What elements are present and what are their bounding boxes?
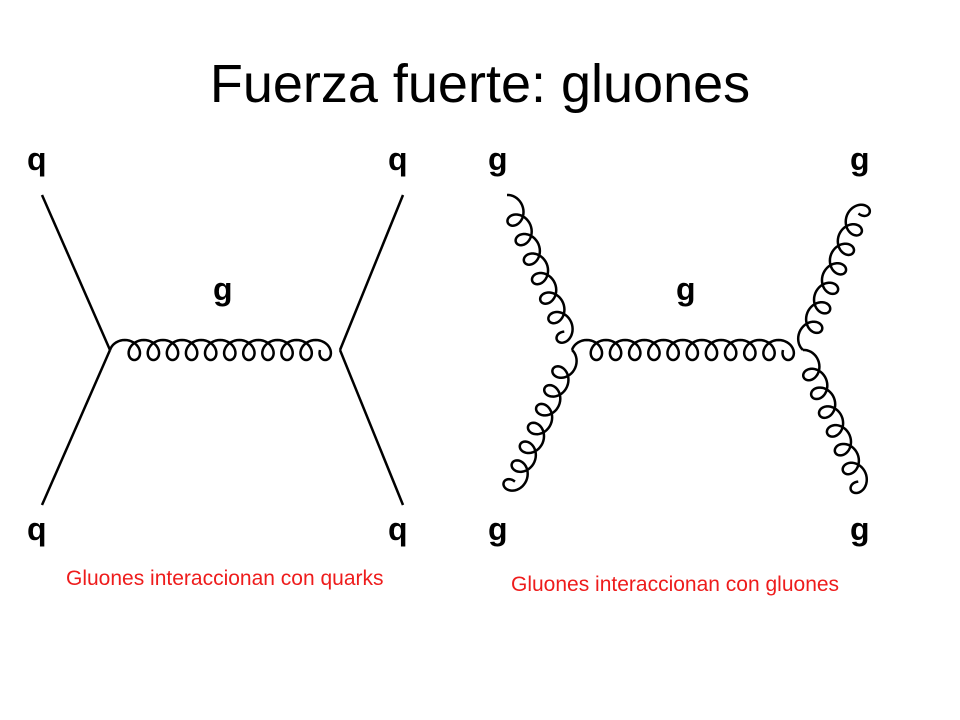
slide-title: Fuerza fuerte: gluones: [209, 54, 751, 114]
gluon-external-bottom-left: [502, 349, 578, 492]
gluon-propagator-left: [108, 338, 333, 362]
gluon-self-interaction-diagram: g g g g g: [488, 141, 872, 547]
label-exchanged-gluon-right: g: [676, 271, 696, 307]
gluon-external-bottom-right: [801, 348, 869, 495]
quark-line-bottom-left: [40, 349, 112, 506]
quark-exchange-diagram: q q q q g: [27, 141, 408, 547]
quark-line-bottom-right: [338, 349, 405, 506]
gluon-external-top-left: [506, 193, 574, 344]
label-bottom-right-quark: q: [388, 511, 408, 547]
gluon-propagator-right: [570, 338, 796, 362]
label-exchanged-gluon: g: [213, 271, 233, 307]
caption-gluon-interaction: Gluones interaccionan con gluones: [511, 573, 840, 596]
label-top-right-gluon: g: [850, 141, 870, 177]
gluon-external-top-right: [796, 203, 872, 351]
label-bottom-right-gluon: g: [850, 511, 870, 547]
label-bottom-left-gluon: g: [488, 511, 508, 547]
quark-line-top-left: [40, 194, 112, 351]
label-bottom-left-quark: q: [27, 511, 47, 547]
quark-line-top-right: [338, 194, 405, 351]
label-top-left-quark: q: [27, 141, 47, 177]
label-top-right-quark: q: [388, 141, 408, 177]
caption-quark-interaction: Gluones interaccionan con quarks: [66, 567, 384, 590]
label-top-left-gluon: g: [488, 141, 508, 177]
